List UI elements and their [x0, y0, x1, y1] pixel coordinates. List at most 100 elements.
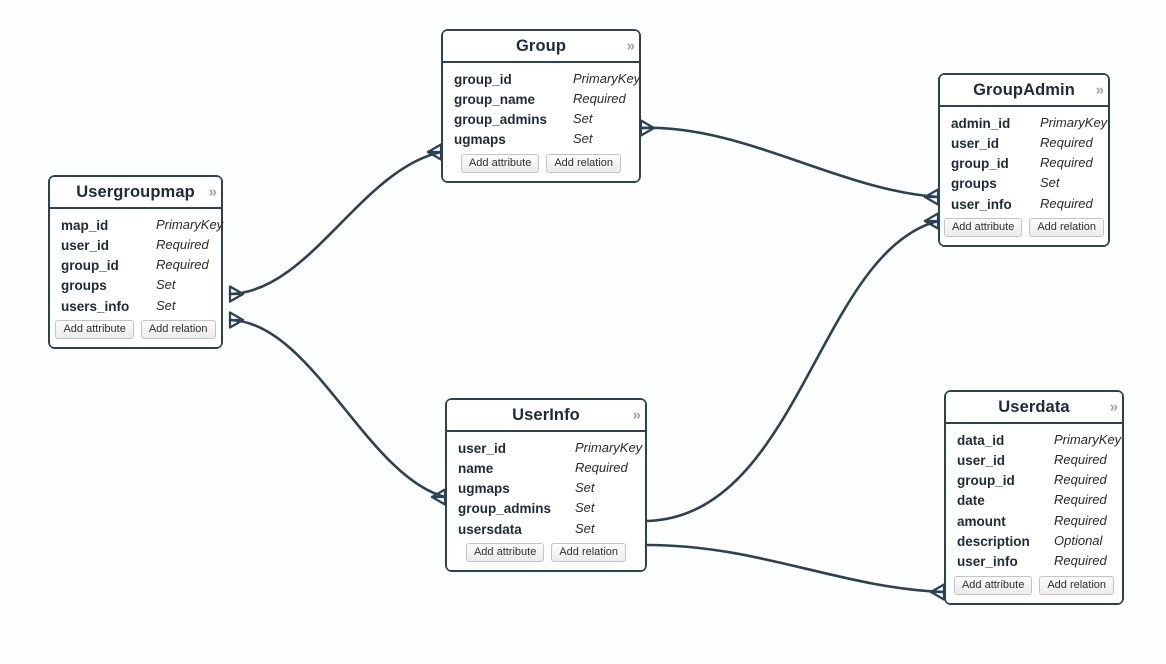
crowsfoot-marker-end: [923, 212, 940, 230]
attribute-name: admin_id: [951, 115, 1011, 131]
attribute-name: user_info: [957, 554, 1018, 570]
attribute-kind: Optional: [1054, 532, 1103, 548]
add-attribute-button[interactable]: Add attribute: [55, 320, 134, 340]
chevron-double-right-icon[interactable]: »: [626, 37, 636, 55]
relation-line[interactable]: [228, 318, 447, 499]
attribute-kind: Required: [1054, 472, 1107, 488]
attribute-kind: PrimaryKey: [573, 70, 641, 86]
attribute-kind: Required: [156, 257, 209, 273]
attribute-kind: Required: [575, 459, 628, 475]
add-relation-button[interactable]: Add relation: [140, 320, 216, 340]
entity-header-userdata[interactable]: Userdata»: [946, 392, 1122, 424]
attribute-row[interactable]: groups Set: [940, 174, 1108, 194]
add-relation-button[interactable]: Add relation: [551, 543, 627, 563]
entity-title: GroupAdmin: [973, 80, 1075, 99]
chevron-double-right-icon[interactable]: »: [1109, 398, 1119, 416]
attribute-kind: Set: [573, 131, 593, 147]
add-relation-button[interactable]: Add relation: [546, 154, 622, 174]
chevron-double-right-icon[interactable]: »: [1095, 81, 1105, 99]
attribute-name: group_id: [951, 156, 1009, 172]
attribute-kind: PrimaryKey: [1054, 431, 1122, 447]
relation-line[interactable]: [228, 150, 443, 296]
attribute-name: ugmaps: [454, 132, 506, 148]
attribute-name: group_name: [454, 91, 536, 107]
relation-line[interactable]: [639, 126, 940, 199]
entity-group[interactable]: Group » group_id PrimaryKey group_name Requir…: [441, 29, 641, 184]
crowsfoot-marker-start: [228, 285, 245, 303]
attribute-kind: PrimaryKey: [575, 439, 643, 455]
entity-actions: Add attribute Add relation: [940, 214, 1108, 241]
relation-userinfo-usersdata-to-userdata-user_info[interactable]: [645, 543, 946, 601]
relation-line[interactable]: [645, 543, 946, 594]
attribute-row[interactable]: usersdata Set: [447, 519, 645, 539]
entity-header-usergroupmap[interactable]: Usergroupmap»: [50, 177, 221, 209]
attribute-kind: Required: [573, 90, 626, 106]
attribute-row[interactable]: group_id PrimaryKey: [443, 69, 641, 89]
add-attribute-button[interactable]: Add attribute: [465, 543, 545, 563]
attribute-name: groups: [61, 278, 107, 294]
entity-header-userinfo[interactable]: UserInfo»: [447, 400, 645, 432]
attribute-kind: Set: [575, 520, 595, 536]
attribute-name: group_id: [454, 71, 512, 87]
attribute-kind: Set: [1040, 175, 1060, 191]
attribute-name: map_id: [61, 217, 109, 233]
attribute-kind: Required: [1040, 195, 1093, 211]
crowsfoot-marker-end: [929, 583, 946, 601]
relation-usergroupmap-groups-to-group-ugmaps[interactable]: [228, 143, 443, 303]
relation-usergroupmap-users_info-to-userinfo-ugmaps[interactable]: [228, 311, 447, 506]
add-attribute-button[interactable]: Add attribute: [953, 575, 1033, 595]
entity-header-groupadmin[interactable]: GroupAdmin »: [940, 75, 1108, 107]
entity-title: Group: [516, 36, 566, 55]
entity-actions: Add attribute Add relation: [443, 150, 639, 177]
entity-actions: Add attribute Add relation: [946, 572, 1122, 599]
relation-line[interactable]: [645, 219, 940, 523]
chevron-double-right-icon[interactable]: »: [208, 183, 218, 201]
attribute-row[interactable]: ugmaps Set: [443, 130, 639, 150]
attribute-name: groups: [951, 176, 997, 192]
attribute-name: amount: [957, 513, 1006, 529]
attribute-kind: Required: [1040, 134, 1093, 150]
entity-actions: Add attribute Add relation: [447, 539, 645, 566]
attribute-row[interactable]: group_name Required: [443, 89, 639, 109]
add-attribute-button[interactable]: Add attribute: [943, 218, 1023, 238]
relation-userinfo-group_admins-to-groupadmin-user_info[interactable]: [645, 212, 940, 523]
attribute-row[interactable]: user_info Required: [940, 194, 1108, 214]
attribute-kind: Set: [156, 297, 176, 313]
attribute-kind: Set: [156, 277, 176, 293]
add-relation-button[interactable]: Add relation: [1029, 218, 1105, 238]
attribute-kind: Required: [156, 236, 209, 252]
add-attribute-button[interactable]: Add attribute: [460, 154, 540, 174]
add-relation-button[interactable]: Add relation: [1039, 575, 1115, 595]
chevron-double-right-icon[interactable]: »: [632, 406, 642, 424]
entity-header-group[interactable]: Group »: [443, 31, 639, 63]
relation-group-group_admins-to-groupadmin-groups[interactable]: [639, 119, 940, 206]
attribute-name: user_info: [951, 196, 1012, 212]
attribute-name: usersdata: [458, 521, 522, 537]
attribute-row[interactable]: groups Set: [50, 276, 221, 296]
